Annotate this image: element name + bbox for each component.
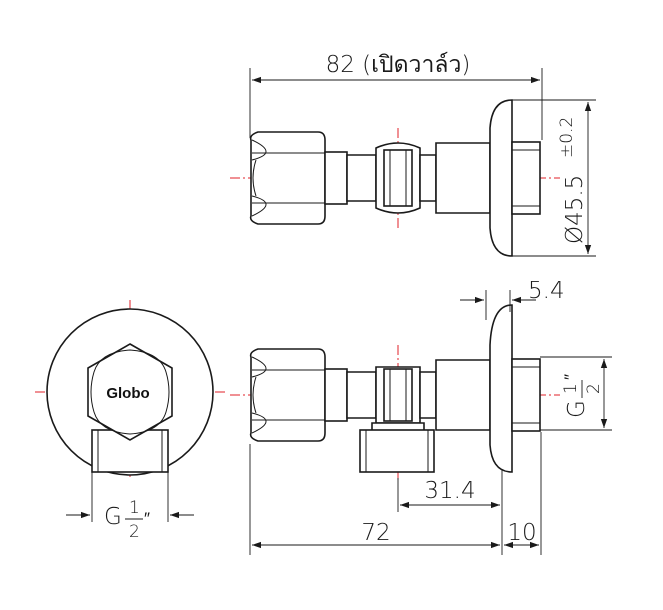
brand-logo: Globo	[106, 385, 149, 402]
thread-side-letter: G	[564, 400, 590, 418]
top-flange	[489, 99, 513, 257]
top-hex-nut	[249, 131, 326, 225]
thread-front-letter: G	[104, 504, 122, 530]
dim-10-label: 10	[507, 520, 536, 546]
top-view: 82 (เปิดวาล์ว) Ø45.5 ±0.2	[230, 51, 596, 257]
dim-45-label: Ø45.5	[562, 175, 588, 244]
top-thread-end	[511, 141, 541, 215]
front-view: Globo G 1 2 ″	[35, 300, 225, 542]
dim-45-label-group: Ø45.5 ±0.2	[557, 117, 588, 244]
side-hex-nut	[249, 348, 326, 442]
thread-front-den: 2	[129, 522, 140, 542]
thread-label-front: G 1 2 ″	[104, 498, 150, 542]
thread-side-num: 1	[561, 383, 581, 394]
front-hex-nut	[87, 343, 173, 441]
dim-82-label: 82 (เปิดวาล์ว)	[326, 51, 471, 78]
dim-72-label: 72	[361, 520, 390, 546]
thread-front-num: 1	[129, 498, 140, 518]
side-outlet	[359, 422, 435, 473]
thread-front-inch: ″	[144, 509, 150, 529]
front-hex-inner	[90, 349, 170, 435]
side-flange	[489, 304, 513, 473]
dim-5-label: 5.4	[528, 278, 565, 304]
thread-label-side: G 1 2 ″	[561, 374, 604, 418]
top-valve-body	[324, 142, 491, 214]
dim-45-tolerance: ±0.2	[557, 117, 577, 158]
side-view: 5.4 G 1 2 ″ 31.4 72 10	[230, 278, 612, 555]
dim-31-label: 31.4	[424, 478, 475, 504]
thread-side-inch: ″	[561, 374, 581, 380]
side-thread-end	[511, 358, 541, 432]
thread-side-den: 2	[584, 383, 604, 394]
side-valve-body	[324, 359, 491, 431]
